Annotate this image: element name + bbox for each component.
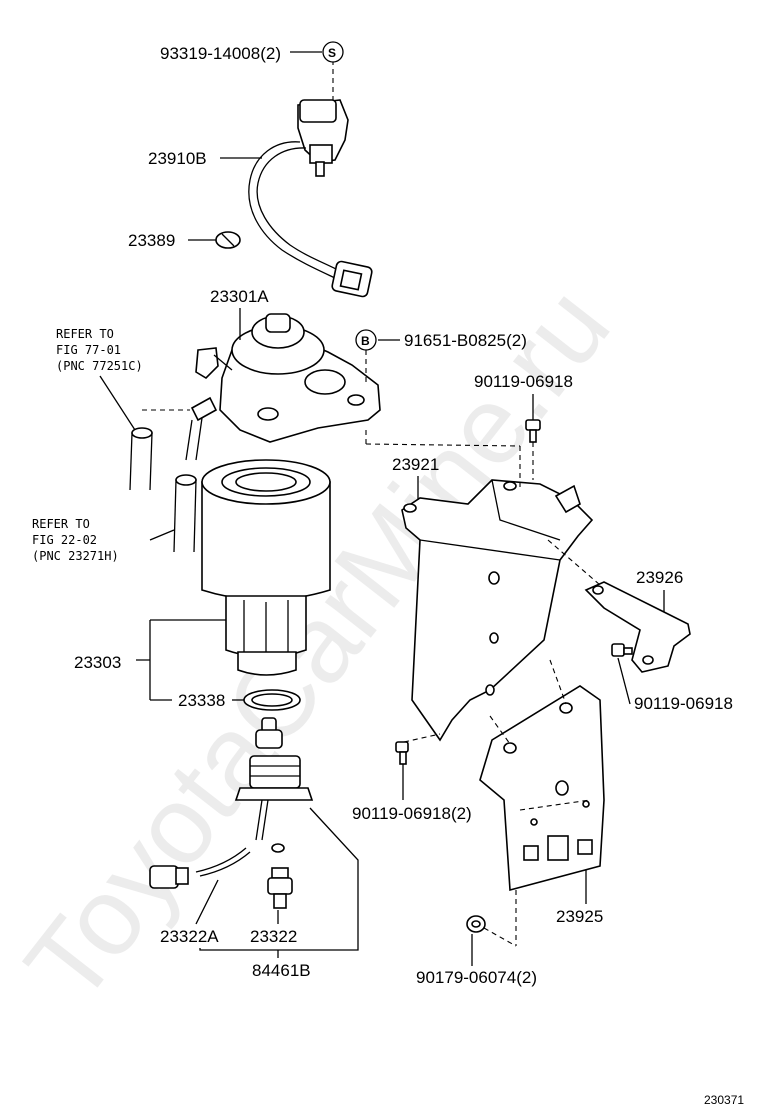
sensor-23322: [267, 843, 293, 909]
label-23925: 23925: [556, 907, 603, 926]
leader-23303: [136, 619, 226, 701]
sensor-23910b: [248, 99, 373, 298]
dash-23926: [547, 539, 601, 586]
ref2-leader: [149, 529, 175, 541]
bolt-90119-right: [611, 643, 633, 657]
bolt-90119-left: [395, 741, 409, 765]
ref2-line2: FIG 22-02: [32, 533, 97, 547]
ref2-line3: (PNC 23271H): [32, 549, 119, 563]
bracket-23926: [584, 581, 691, 673]
label-90179-06074: 90179-06074(2): [416, 968, 537, 987]
ref1-line3: (PNC 77251C): [56, 359, 143, 373]
label-93319-14008: 93319-14008(2): [160, 44, 281, 63]
bracket-84461b: [199, 807, 359, 951]
dash-90119-left: [403, 733, 441, 743]
oring-23338-inner: [251, 693, 293, 707]
label-23303: 23303: [74, 653, 121, 672]
label-23921: 23921: [392, 455, 439, 474]
filter-23303: [201, 459, 331, 676]
s-marker-letter: S: [328, 46, 336, 60]
sensor-84461b: [149, 717, 314, 889]
hose-ref2: [173, 474, 197, 553]
label-23926: 23926: [636, 568, 683, 587]
bracket-23921: [401, 479, 594, 742]
clamp-23389: [215, 231, 241, 249]
s-marker: S: [322, 41, 344, 63]
leader-23322a: [195, 879, 219, 925]
label-23910b: 23910B: [148, 149, 207, 168]
ref1-line2: FIG 77-01: [56, 343, 121, 357]
dash-90179: [483, 927, 517, 947]
label-91651-b0825: 91651-B0825(2): [404, 331, 527, 350]
b-marker: B: [355, 329, 377, 351]
dash-23925-c: [549, 659, 567, 705]
ref1-line1: REFER TO: [56, 327, 114, 341]
label-84461b: 84461B: [252, 961, 311, 980]
b-marker-letter: B: [361, 334, 370, 348]
label-23389: 23389: [128, 231, 175, 250]
ref2-line1: REFER TO: [32, 517, 90, 531]
dash-23925: [519, 799, 591, 811]
label-90119-top: 90119-06918: [474, 372, 573, 391]
hose-ref1: [129, 427, 153, 491]
filter-head-23301a: [185, 313, 381, 461]
label-23322a: 23322A: [160, 927, 219, 946]
label-23301a: 23301A: [210, 287, 269, 306]
label-90119-left: 90119-06918(2): [352, 804, 472, 823]
leader-90119-right: [617, 657, 631, 705]
figure-number: 230371: [704, 1093, 744, 1107]
plate-23925: [479, 685, 605, 892]
label-90119-right: 90119-06918: [634, 694, 733, 713]
nut-90179: [466, 915, 486, 933]
dash-b-2: [365, 443, 521, 447]
label-23322: 23322: [250, 927, 297, 946]
label-23338: 23338: [178, 691, 225, 710]
dash-23925-b: [489, 715, 511, 745]
ref1-leader: [99, 375, 136, 431]
